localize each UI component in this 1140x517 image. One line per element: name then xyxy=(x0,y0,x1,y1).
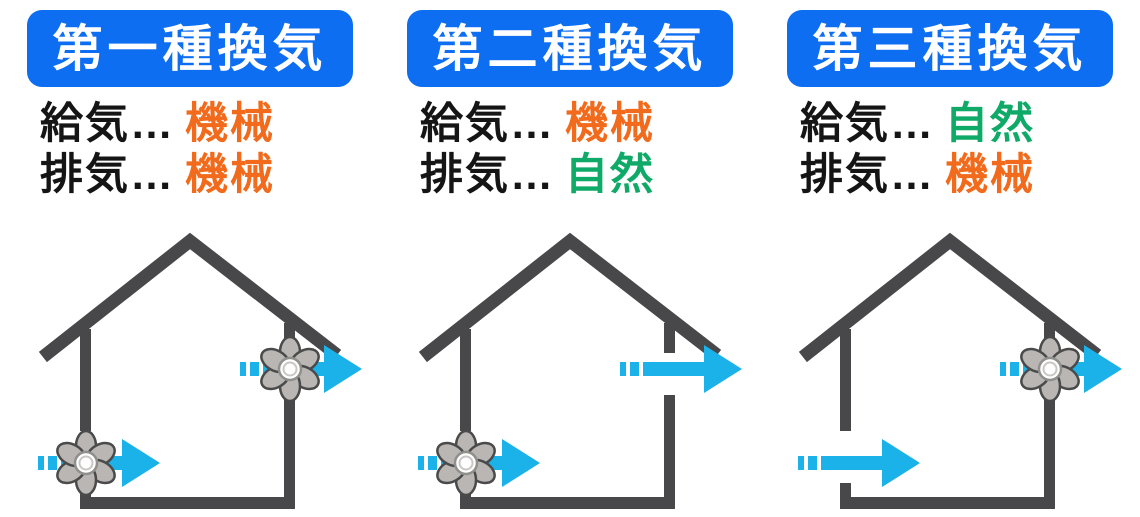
panel-title: 第一種換気 xyxy=(27,10,353,87)
supply-row: 給気…機械 xyxy=(40,99,380,150)
supply-value: 機械 xyxy=(185,100,275,148)
supply-label: 給気… xyxy=(40,100,175,148)
supply-value: 自然 xyxy=(945,100,1035,148)
house-diagram-type2 xyxy=(418,232,742,509)
exhaust-label: 排気… xyxy=(420,151,555,199)
panel-type3-ventilation: 第三種換気 給気…自然 排気…機械 xyxy=(760,0,1140,517)
supply-value: 機械 xyxy=(565,100,655,148)
exhaust-row: 排気…自然 xyxy=(420,150,760,201)
exhaust-fan-icon xyxy=(260,335,320,403)
panel-type1-ventilation: 第一種換気 給気…機械 排気…機械 xyxy=(0,0,380,517)
panel-title: 第二種換気 xyxy=(407,10,733,87)
panel-legend: 給気…機械 排気…自然 xyxy=(420,99,760,201)
supply-row: 給気…自然 xyxy=(800,99,1140,150)
exhaust-value: 自然 xyxy=(565,151,655,199)
supply-label: 給気… xyxy=(800,100,935,148)
supply-fan-icon xyxy=(56,429,116,497)
supply-airflow-arrow-icon xyxy=(798,439,920,487)
exhaust-label: 排気… xyxy=(40,151,175,199)
panel-type2-ventilation: 第二種換気 給気…機械 排気…自然 xyxy=(380,0,760,517)
panel-title: 第三種換気 xyxy=(787,10,1113,87)
house-diagram-type1 xyxy=(38,232,362,509)
exhaust-label: 排気… xyxy=(800,151,935,199)
house-diagram-type3 xyxy=(798,232,1122,509)
supply-label: 給気… xyxy=(420,100,555,148)
panel-legend: 給気…機械 排気…機械 xyxy=(40,99,380,201)
exhaust-value: 機械 xyxy=(945,151,1035,199)
panel-legend: 給気…自然 排気…機械 xyxy=(800,99,1140,201)
exhaust-row: 排気…機械 xyxy=(40,150,380,201)
house-outline-icon xyxy=(38,232,342,509)
exhaust-row: 排気…機械 xyxy=(800,150,1140,201)
supply-fan-icon xyxy=(436,429,496,497)
supply-row: 給気…機械 xyxy=(420,99,760,150)
exhaust-fan-icon xyxy=(1020,335,1080,403)
house-outline-icon xyxy=(418,232,722,509)
exhaust-value: 機械 xyxy=(185,151,275,199)
exhaust-airflow-arrow-icon xyxy=(620,345,742,393)
